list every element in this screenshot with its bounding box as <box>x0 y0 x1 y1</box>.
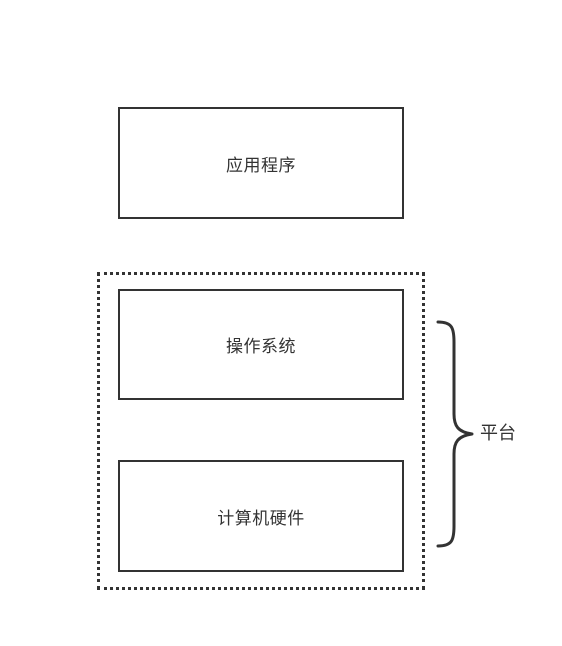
hardware-box: 计算机硬件 <box>118 460 404 572</box>
operating-system-box: 操作系统 <box>118 289 404 400</box>
platform-group-outline <box>97 272 425 590</box>
platform-label: 平台 <box>480 423 516 444</box>
hardware-label: 计算机硬件 <box>217 508 305 529</box>
platform-brace-icon <box>436 320 474 548</box>
operating-system-label: 操作系统 <box>226 337 296 357</box>
application-box: 应用程序 <box>118 107 404 219</box>
application-label: 应用程序 <box>226 155 296 176</box>
